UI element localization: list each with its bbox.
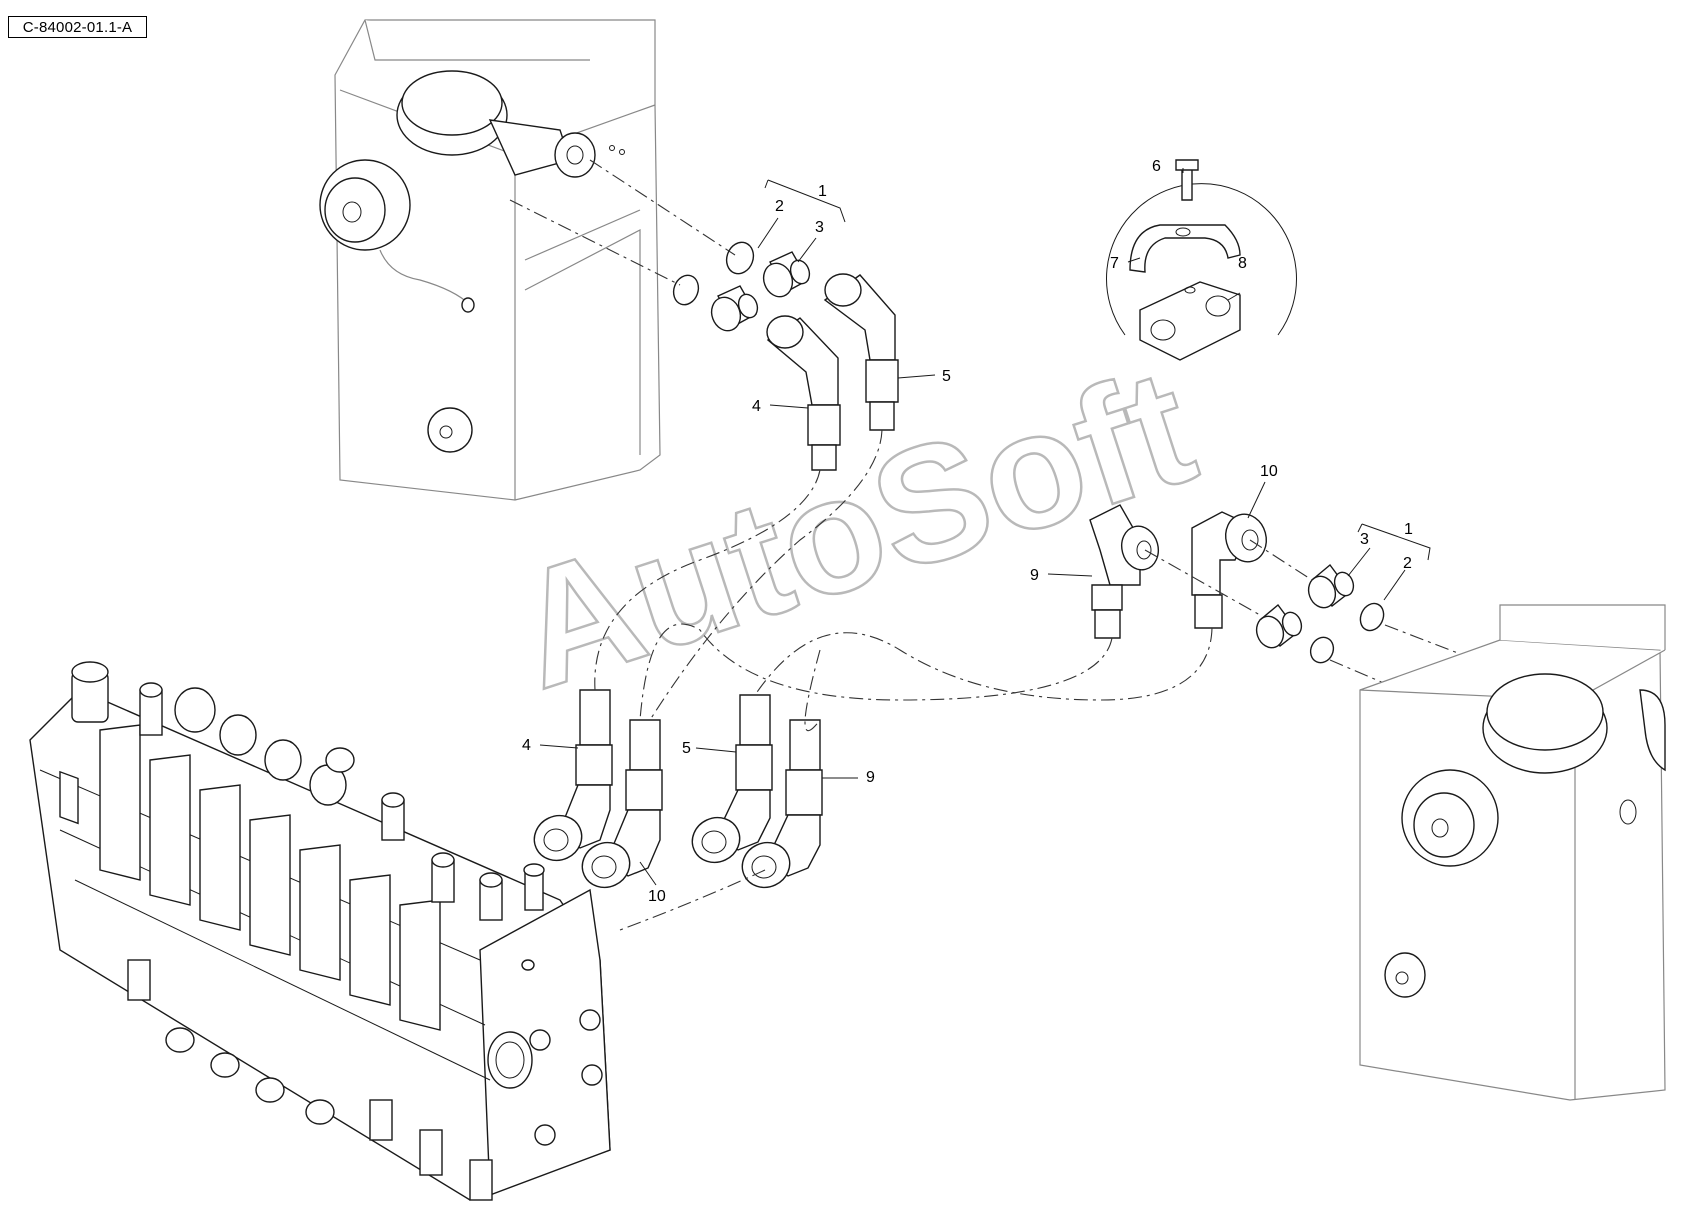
callout-5-lower: 5 — [682, 740, 691, 757]
control-valve-block — [29, 661, 611, 1201]
valve-sections — [99, 724, 441, 1031]
elbow-hose-10-upper — [1191, 511, 1267, 629]
callout-8: 8 — [1238, 255, 1247, 272]
right-fittings — [1089, 504, 1581, 721]
valve-spools — [71, 661, 545, 921]
callout-4-lower: 4 — [522, 737, 531, 754]
callout-3-upper: 3 — [815, 219, 824, 236]
hose-end-4-lower — [533, 689, 613, 862]
hose-end-10-lower — [581, 719, 663, 889]
hose-end-5-lower — [691, 694, 773, 864]
callout-10-lower: 10 — [648, 888, 666, 905]
callout-1-upper: 1 — [818, 183, 827, 200]
o-ring-2-right — [1359, 602, 1385, 632]
callout-3-right: 3 — [1360, 531, 1369, 548]
callout-labels: 1 2 3 4 5 6 7 8 10 9 1 3 2 4 5 9 10 — [522, 158, 1413, 905]
callout-leaders — [539, 168, 1431, 886]
callout-4-upper: 4 — [752, 398, 761, 415]
callout-2-upper: 2 — [775, 198, 784, 215]
elbow-hose-4-upper — [766, 315, 841, 471]
callout-1-right: 1 — [1404, 521, 1413, 538]
lower-cylinder-bracket — [1359, 604, 1666, 1101]
drawing-reference-label: C-84002-01.1-A — [8, 16, 147, 38]
elbow-hose-9-upper — [1089, 504, 1159, 639]
hose-end-9-lower — [741, 719, 823, 889]
callout-5-upper: 5 — [942, 368, 951, 385]
adapter-3-upper — [762, 251, 811, 298]
upper-cylinder-bracket — [319, 19, 661, 501]
adapter-3-right — [1307, 563, 1355, 609]
hose-routing — [594, 429, 1213, 931]
callout-7: 7 — [1110, 255, 1119, 272]
callout-9-upper: 9 — [1030, 567, 1039, 584]
callout-2-right: 2 — [1403, 555, 1412, 572]
lower-hose-ends — [533, 689, 823, 889]
callout-6: 6 — [1152, 158, 1161, 175]
callout-10-upper: 10 — [1260, 463, 1278, 480]
callout-9-lower: 9 — [866, 769, 875, 786]
o-ring-2-upper — [725, 241, 755, 275]
upper-fittings — [509, 159, 899, 471]
elbow-hose-5-upper — [823, 273, 899, 431]
valve-ports — [127, 959, 603, 1201]
clamp-detail — [1106, 159, 1297, 361]
